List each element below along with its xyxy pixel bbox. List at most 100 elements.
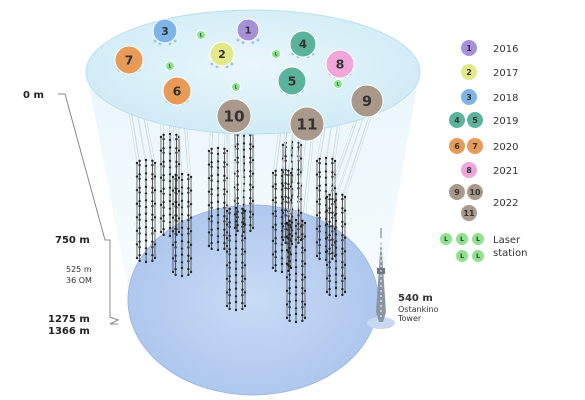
depth-1366m: 1366 m <box>48 326 90 337</box>
surface-laser-4-disc <box>231 82 241 92</box>
optical-module <box>210 188 213 191</box>
optical-module <box>325 209 329 212</box>
surface-cluster-9-disc <box>350 84 384 118</box>
optical-module <box>241 261 244 264</box>
surface-cluster-5-disc <box>277 66 307 96</box>
optical-module <box>274 210 277 213</box>
optical-module <box>135 243 139 246</box>
buoy <box>225 65 229 69</box>
optical-module <box>236 156 239 160</box>
legend-badge-10: 10 <box>466 183 484 201</box>
optical-module <box>151 173 154 176</box>
optical-module <box>168 199 172 203</box>
optical-module <box>297 241 300 245</box>
optical-module <box>225 291 229 294</box>
optical-module <box>318 171 321 174</box>
optical-module <box>287 269 290 273</box>
optical-module <box>223 215 226 218</box>
optical-module <box>341 220 344 224</box>
optical-module <box>341 207 344 210</box>
optical-module <box>324 183 328 187</box>
optical-module <box>294 320 298 324</box>
optical-module <box>334 286 338 290</box>
optical-module <box>207 244 211 248</box>
optical-module <box>280 249 284 252</box>
optical-module <box>171 257 175 260</box>
optical-module <box>243 264 247 267</box>
optical-module <box>151 253 154 257</box>
surface-cluster-5: 5 <box>277 66 307 96</box>
optical-module <box>210 215 213 218</box>
optical-module <box>144 225 148 229</box>
optical-module <box>180 199 184 203</box>
buoy <box>173 39 177 43</box>
optical-module <box>315 254 319 258</box>
optical-module <box>135 202 139 205</box>
cluster-10-strings <box>225 121 247 312</box>
optical-module <box>297 168 300 172</box>
legend-laser-badge-4-disc <box>455 249 469 263</box>
optical-module <box>301 287 304 290</box>
depth-1275m: 1275 m <box>48 314 90 325</box>
optical-module <box>171 216 175 219</box>
surface-cluster-1-disc <box>236 18 260 42</box>
optical-module <box>271 198 275 202</box>
optical-module <box>280 195 284 199</box>
optical-module <box>301 233 304 236</box>
surface-cluster-6-number: 6 <box>173 84 182 99</box>
optical-module <box>288 287 291 290</box>
legend-badge-3-disc <box>460 88 478 106</box>
cluster-9-strings <box>325 106 375 298</box>
optical-module <box>241 207 244 211</box>
optical-module <box>249 143 252 146</box>
surface-cluster-10: 10 <box>216 98 252 134</box>
optical-module <box>162 187 165 190</box>
optical-module <box>175 160 178 164</box>
legend-laser-badge-2-disc <box>455 232 469 246</box>
cluster-5-strings <box>271 86 300 274</box>
optical-module <box>153 256 157 260</box>
legend-badge-4-disc <box>448 111 466 129</box>
optical-module <box>144 260 148 264</box>
legend-badge-4: 4 <box>448 111 466 129</box>
optical-module <box>151 259 154 263</box>
optical-module <box>174 200 177 204</box>
optical-module <box>271 253 275 256</box>
legend-badge-11-number: 11 <box>463 209 475 218</box>
optical-module <box>301 319 304 323</box>
optical-module <box>274 223 277 226</box>
optical-module <box>138 259 141 263</box>
optical-module <box>174 214 177 217</box>
optical-module <box>243 277 247 281</box>
optical-module <box>187 254 190 257</box>
optical-module <box>207 176 211 180</box>
surface-cluster-3-disc <box>152 18 178 44</box>
optical-module <box>225 250 229 253</box>
optical-module <box>251 186 255 189</box>
surface-laser-1-number: L <box>200 32 203 37</box>
legend-badge-4-number: 4 <box>454 116 460 125</box>
optical-module <box>341 193 344 197</box>
optical-module <box>189 230 193 233</box>
optical-module <box>343 277 347 280</box>
optical-module <box>284 155 287 158</box>
optical-module <box>210 241 213 245</box>
optical-module <box>249 170 252 173</box>
optical-module <box>280 235 284 239</box>
optical-module <box>168 234 172 238</box>
legend-laser-badge-1: L <box>439 232 453 246</box>
optical-module <box>138 227 141 230</box>
optical-module <box>189 270 193 274</box>
optical-module <box>289 226 293 229</box>
optical-module <box>249 223 252 227</box>
optical-module <box>280 270 284 274</box>
optical-module <box>243 250 247 253</box>
optical-module <box>343 222 347 226</box>
optical-module <box>297 182 300 185</box>
optical-module <box>162 133 165 137</box>
optical-module <box>241 288 244 291</box>
optical-module <box>341 274 344 277</box>
surface-laser-4-number: L <box>235 84 238 89</box>
optical-module <box>177 162 181 166</box>
optical-module <box>168 226 172 230</box>
